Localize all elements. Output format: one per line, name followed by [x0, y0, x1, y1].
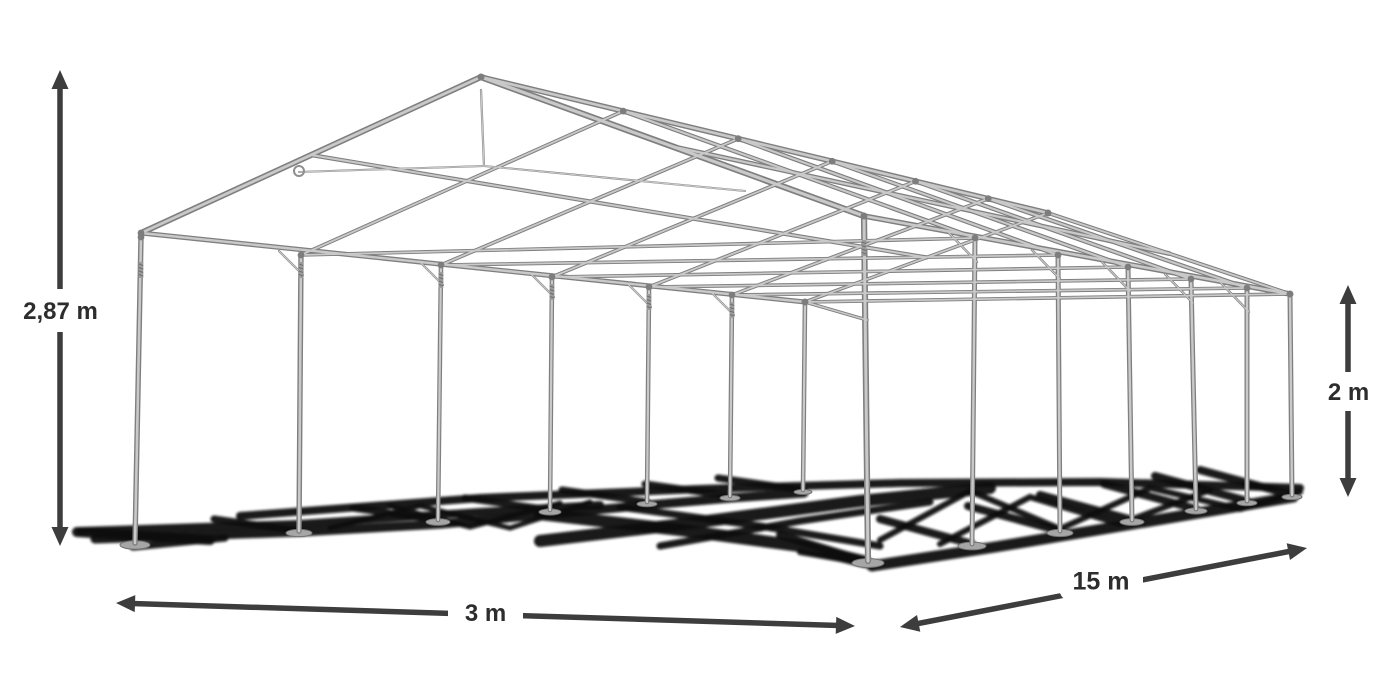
- svg-text:2,87 m: 2,87 m: [23, 298, 98, 325]
- svg-text:15 m: 15 m: [1073, 568, 1130, 596]
- svg-text:2 m: 2 m: [1328, 379, 1369, 406]
- svg-text:3 m: 3 m: [465, 600, 506, 627]
